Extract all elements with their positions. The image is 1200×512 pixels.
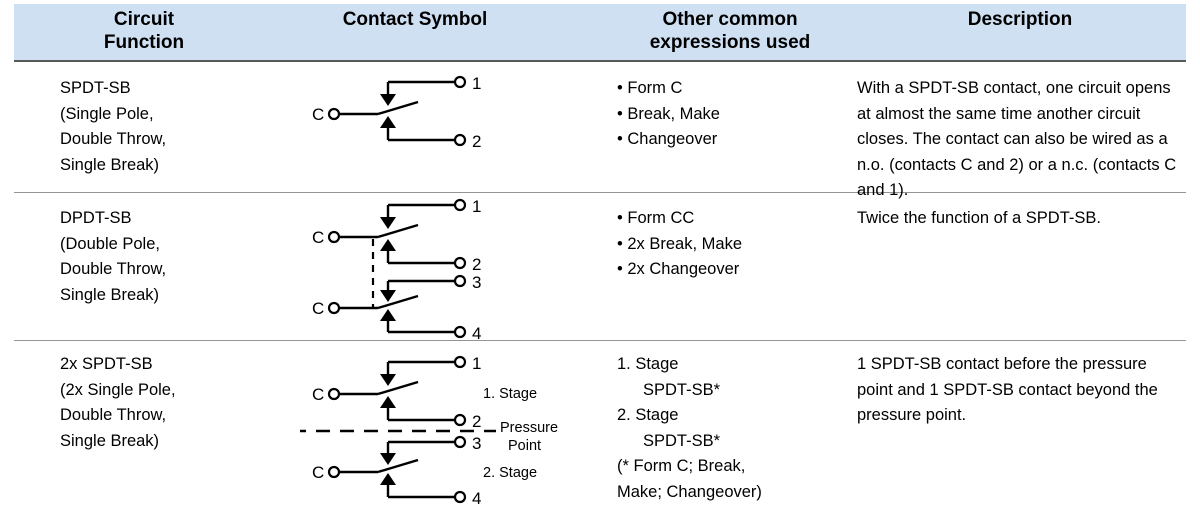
table-row-2x-spdt-sb-expressions: 1. Stage SPDT-SB* 2. Stage SPDT-SB* (* F… [617, 352, 867, 505]
spdt-sb-diagram: C 1 2 [312, 74, 481, 151]
contact-symbol-dpdt-sb: C C 1 2 3 4 [300, 195, 560, 345]
contact-label-1: 1 [472, 354, 481, 373]
column-header-circuit-function: Circuit Function [24, 8, 264, 54]
contact-symbol-spdt-sb: C 1 2 [300, 72, 560, 187]
terminal-label-c: C [312, 228, 324, 247]
function-detail-line: (Double Pole, [60, 234, 160, 253]
function-detail-line: (2x Single Pole, [60, 380, 176, 399]
contact-symbol-2x-spdt-sb: C C 1 2 3 4 [292, 352, 590, 512]
column-header-contact-symbol: Contact Symbol [270, 8, 560, 31]
terminal-label-c: C [312, 385, 324, 404]
function-title: DPDT-SB [60, 209, 132, 227]
expression-item: • Break, Make [617, 104, 720, 123]
column-header-line1: Circuit [113, 9, 175, 30]
contact-label-4: 4 [472, 324, 481, 340]
expression-item: 2. Stage [617, 406, 679, 424]
arrow-down-icon [380, 290, 396, 302]
table-header [14, 4, 1186, 60]
column-header-line1: Contact Symbol [342, 9, 488, 30]
column-header-line1: Description [967, 9, 1073, 30]
expression-item: • Form CC [617, 209, 695, 227]
table-row-dpdt-sb-description: Twice the function of a SPDT-SB. [857, 209, 1101, 227]
expression-item: Make; Changeover) [617, 482, 762, 501]
expression-item: SPDT-SB* [643, 380, 721, 399]
function-detail-line: Double Throw, [60, 406, 167, 424]
annotation-stage-1: 1. Stage [483, 386, 538, 402]
annotation-stage-2: 2. Stage [483, 465, 538, 481]
dpdt-sb-diagram: C C 1 2 3 4 [312, 197, 481, 343]
arrow-down-icon [380, 453, 396, 465]
table-row-2x-spdt-sb-description: 1 SPDT-SB contact before the pressure po… [857, 355, 1158, 424]
row-separator [14, 340, 1186, 341]
table-row-spdt-sb-expressions: • Form C • Break, Make • Changeover [617, 76, 867, 153]
row-separator [14, 192, 1186, 193]
arrow-down-icon [380, 94, 396, 106]
arrow-up-icon [380, 116, 396, 128]
column-header-description: Description [860, 8, 1180, 31]
terminal-label-c: C [312, 463, 324, 482]
table-row-2x-spdt-sb-function: 2x SPDT-SB (2x Single Pole, Double Throw… [60, 352, 275, 454]
expression-item: (* Form C; Break, [617, 457, 746, 475]
terminal-label-c: C [312, 105, 324, 124]
expression-item: SPDT-SB* [643, 431, 721, 450]
table-row-spdt-sb-function: SPDT-SB (Single Pole, Double Throw, Sing… [60, 76, 275, 178]
contact-label-1: 1 [472, 74, 481, 93]
arrow-up-icon [380, 239, 396, 251]
table-row-spdt-sb-description: With a SPDT-SB contact, one circuit open… [857, 79, 1177, 199]
column-header-line2: expressions used [649, 32, 811, 53]
contact-label-2: 2 [472, 255, 481, 274]
arrow-up-icon [380, 396, 396, 408]
header-bottom-rule [14, 60, 1186, 62]
function-detail-line: Single Break) [60, 285, 160, 304]
column-header-other-common-expressions: Other common expressions used [600, 8, 860, 54]
function-title: 2x SPDT-SB [60, 355, 153, 373]
expression-item: 1. Stage [617, 355, 679, 373]
two-stage-spdt-sb-diagram: C C 1 2 3 4 [292, 354, 496, 508]
function-detail-line: Single Break) [60, 155, 160, 174]
arrow-down-icon [380, 217, 396, 229]
arrow-up-icon [380, 473, 396, 485]
column-header-line1: Other common [662, 9, 798, 30]
arrow-up-icon [380, 309, 396, 321]
function-detail-line: Double Throw, [60, 260, 167, 278]
expression-item: • 2x Changeover [617, 260, 740, 278]
table-row-dpdt-sb-expressions: • Form CC • 2x Break, Make • 2x Changeov… [617, 206, 867, 283]
contact-label-4: 4 [472, 489, 481, 507]
expression-item: • 2x Break, Make [617, 234, 742, 253]
function-detail-line: (Single Pole, [60, 104, 154, 123]
contact-label-2: 2 [472, 132, 481, 151]
function-detail-line: Double Throw, [60, 130, 167, 148]
function-title: SPDT-SB [60, 79, 131, 97]
column-header-line2: Function [103, 32, 185, 53]
contact-label-2: 2 [472, 412, 481, 431]
contact-label-3: 3 [472, 434, 481, 453]
contact-label-1: 1 [472, 197, 481, 216]
terminal-label-c: C [312, 299, 324, 318]
contact-label-3: 3 [472, 273, 481, 292]
annotation-pressure: Pressure [500, 420, 559, 436]
table-row-dpdt-sb-function: DPDT-SB (Double Pole, Double Throw, Sing… [60, 206, 275, 308]
expression-item: • Changeover [617, 130, 718, 148]
function-detail-line: Single Break) [60, 431, 160, 450]
expression-item: • Form C [617, 79, 683, 97]
arrow-down-icon [380, 374, 396, 386]
annotation-point: Point [508, 438, 542, 454]
